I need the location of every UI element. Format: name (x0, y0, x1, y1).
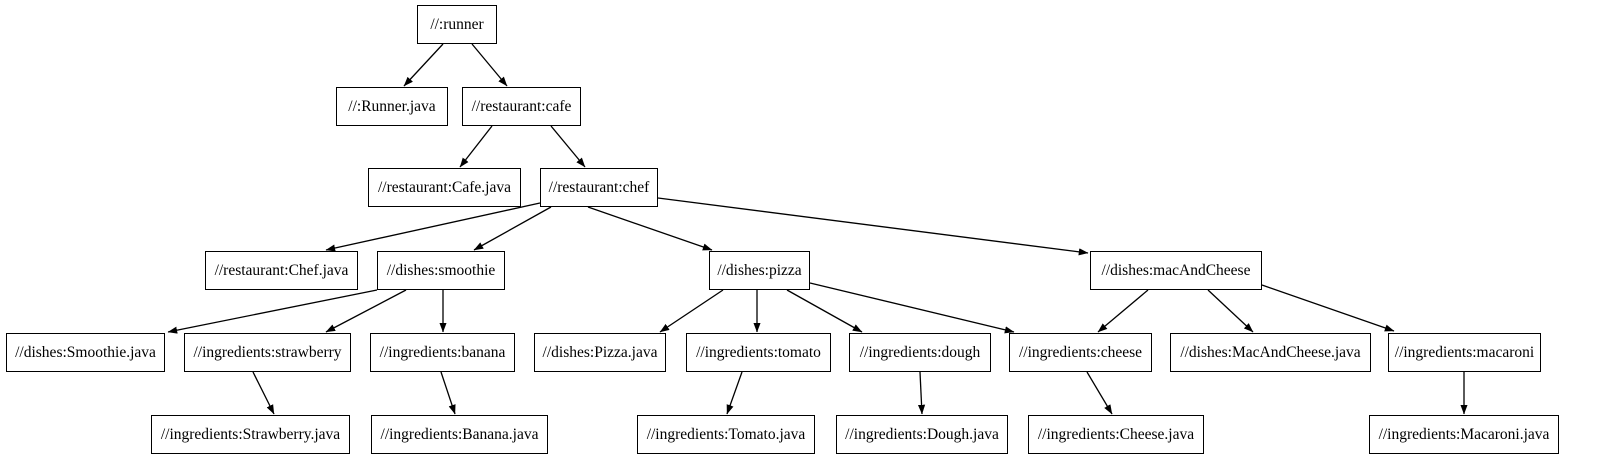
graph-edge-dishes_mac-to-ing_macaroni (1261, 284, 1395, 332)
graph-node-macaroni_java[interactable]: //ingredients:Macaroni.java (1369, 415, 1559, 454)
graph-node-banana_java[interactable]: //ingredients:Banana.java (371, 415, 548, 454)
graph-node-label: //dishes:Pizza.java (542, 343, 658, 361)
graph-edge-restaurant_chef-to-chef_java (325, 202, 541, 252)
graph-node-label: //ingredients:cheese (1018, 343, 1143, 361)
graph-edge-ing_banana-to-banana_java (440, 371, 456, 415)
graph-edge-dishes_mac-to-mac_java (1207, 289, 1254, 333)
graph-edge-ing_cheese-to-cheese_java (1086, 371, 1113, 415)
graph-edge-dishes_pizza-to-pizza_java (659, 289, 724, 333)
graph-node-ing_cheese[interactable]: //ingredients:cheese (1009, 333, 1152, 372)
graph-edge-dishes_pizza-to-ing_dough (786, 289, 863, 333)
graph-node-label: //:runner (430, 15, 484, 33)
graph-node-runner_java[interactable]: //:Runner.java (336, 87, 448, 126)
graph-node-label: //ingredients:Dough.java (845, 425, 999, 443)
graph-edge-runner-to-runner_java (403, 43, 444, 87)
graph-node-ing_macaroni[interactable]: //ingredients:macaroni (1388, 333, 1541, 372)
graph-node-label: //ingredients:Macaroni.java (1378, 425, 1550, 443)
graph-node-ing_dough[interactable]: //ingredients:dough (849, 333, 991, 372)
graph-node-label: //ingredients:Cheese.java (1037, 425, 1195, 443)
graph-node-label: //restaurant:Cafe.java (378, 178, 511, 196)
graph-edge-restaurant_chef-to-dishes_mac (657, 197, 1089, 256)
graph-node-pizza_java[interactable]: //dishes:Pizza.java (534, 333, 666, 372)
graph-node-label: //dishes:smoothie (386, 261, 496, 279)
graph-node-runner[interactable]: //:runner (417, 5, 497, 44)
graph-node-label: //ingredients:strawberry (193, 343, 342, 361)
graph-node-label: //dishes:pizza (717, 261, 802, 279)
graph-node-dishes_smoothie[interactable]: //dishes:smoothie (377, 251, 505, 290)
graph-edge-dishes_pizza-to-ing_cheese (809, 282, 1015, 334)
graph-node-label: //ingredients:Strawberry.java (160, 425, 341, 443)
graph-edge-ing_dough-to-dough_java (917, 371, 926, 415)
graph-node-label: //ingredients:Tomato.java (646, 425, 806, 443)
graph-node-label: //ingredients:Banana.java (380, 425, 539, 443)
graph-edge-restaurant_chef-to-dishes_pizza (587, 206, 713, 251)
graph-node-strawberry_java[interactable]: //ingredients:Strawberry.java (151, 415, 350, 454)
graph-node-label: //restaurant:cafe (471, 97, 572, 115)
graph-edge-dishes_smoothie-to-ing_strawberry (325, 289, 407, 333)
graph-node-label: //ingredients:macaroni (1394, 343, 1535, 361)
graph-edge-restaurant_cafe-to-restaurant_chef (550, 125, 586, 168)
graph-node-dishes_mac[interactable]: //dishes:macAndCheese (1090, 251, 1262, 290)
graph-node-cafe_java[interactable]: //restaurant:Cafe.java (368, 168, 521, 207)
graph-node-cheese_java[interactable]: //ingredients:Cheese.java (1028, 415, 1204, 454)
graph-node-label: //dishes:Smoothie.java (15, 343, 156, 361)
graph-edge-restaurant_cafe-to-cafe_java (459, 125, 493, 168)
graph-edge-ing_strawberry-to-strawberry_java (252, 371, 275, 415)
graph-edge-restaurant_chef-to-dishes_smoothie (473, 206, 552, 251)
graph-edge-ing_tomato-to-tomato_java (726, 371, 743, 415)
graph-node-label: //ingredients:tomato (696, 343, 821, 361)
graph-node-tomato_java[interactable]: //ingredients:Tomato.java (637, 415, 815, 454)
graph-node-label: //:Runner.java (348, 97, 436, 115)
graph-node-mac_java[interactable]: //dishes:MacAndCheese.java (1170, 333, 1371, 372)
graph-node-label: //restaurant:chef (548, 178, 650, 196)
graph-node-dough_java[interactable]: //ingredients:Dough.java (836, 415, 1008, 454)
graph-node-chef_java[interactable]: //restaurant:Chef.java (205, 251, 358, 290)
graph-node-ing_tomato[interactable]: //ingredients:tomato (686, 333, 831, 372)
graph-node-label: //ingredients:dough (859, 343, 981, 361)
graph-edge-dishes_mac-to-ing_cheese (1097, 289, 1149, 333)
graph-node-ing_strawberry[interactable]: //ingredients:strawberry (184, 333, 351, 372)
graph-edge-dishes_smoothie-to-smoothie_java (167, 289, 378, 334)
graph-node-dishes_pizza[interactable]: //dishes:pizza (709, 251, 810, 290)
graph-node-smoothie_java[interactable]: //dishes:Smoothie.java (6, 333, 165, 372)
graph-node-label: //dishes:macAndCheese (1101, 261, 1251, 279)
graph-node-label: //restaurant:Chef.java (214, 261, 349, 279)
graph-node-ing_banana[interactable]: //ingredients:banana (370, 333, 515, 372)
graph-node-restaurant_chef[interactable]: //restaurant:chef (540, 168, 658, 207)
graph-node-restaurant_cafe[interactable]: //restaurant:cafe (462, 87, 581, 126)
graph-node-label: //ingredients:banana (379, 343, 506, 361)
graph-edge-runner-to-restaurant_cafe (471, 43, 508, 87)
graph-node-label: //dishes:MacAndCheese.java (1180, 343, 1361, 361)
